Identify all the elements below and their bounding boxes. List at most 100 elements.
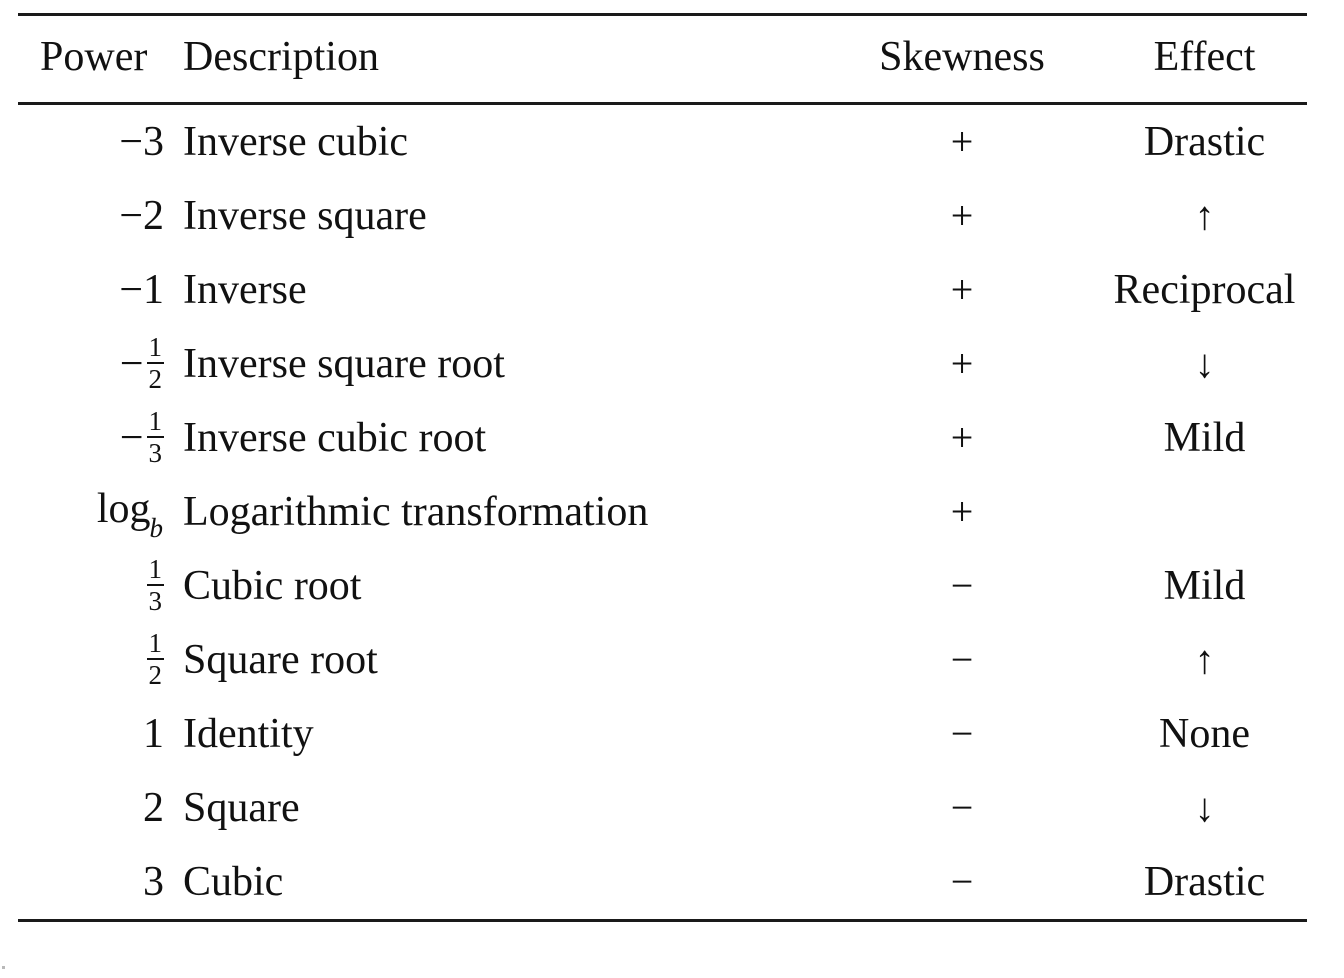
cell-effect: None: [1102, 697, 1307, 771]
footer-spacer: [18, 922, 1307, 942]
power-value: 2: [143, 785, 164, 831]
column-header-power: Power: [40, 34, 148, 80]
top-rule: [18, 13, 1307, 17]
effect-value: Drastic: [1143, 859, 1266, 905]
cell-effect: Mild: [1102, 549, 1307, 623]
power-value: 3: [143, 859, 164, 905]
cell-power: −2: [18, 179, 165, 253]
cell-power: logb: [18, 475, 165, 549]
cell-skewness: −: [822, 549, 1102, 623]
cell-description: Square: [183, 785, 300, 831]
plus-sign-icon: +: [950, 489, 974, 534]
column-header-skewness: Skewness: [879, 34, 1045, 80]
fraction-denominator: 3: [146, 436, 164, 468]
table-row: logb Logarithmic transformation +: [18, 475, 1307, 549]
power-value: −3: [119, 119, 164, 165]
cell-description: Identity: [183, 711, 314, 757]
plus-sign-icon: +: [950, 267, 974, 312]
cell-description: Inverse square root: [183, 341, 505, 387]
arrow-down-icon: ↓: [1194, 341, 1215, 386]
table-row: 3 Cubic − Drastic: [18, 845, 1307, 921]
cell-description: Inverse cubic root: [183, 415, 487, 461]
cell-description: Inverse square: [183, 193, 427, 239]
plus-sign-icon: +: [950, 415, 974, 460]
cell-effect: ↑: [1102, 623, 1307, 697]
cell-effect: ↓: [1102, 771, 1307, 845]
effect-value: None: [1159, 711, 1250, 757]
cell-skewness: −: [822, 697, 1102, 771]
plus-sign-icon: +: [950, 119, 974, 164]
cell-power: 1: [18, 697, 165, 771]
plus-sign-icon: +: [950, 193, 974, 238]
cell-description: Square root: [183, 637, 378, 683]
logarithm-base-subscript: b: [149, 513, 164, 544]
cell-skewness: −: [822, 771, 1102, 845]
arrow-down-icon: ↓: [1194, 785, 1215, 830]
cell-description: Cubic: [183, 859, 284, 905]
cell-power: 3: [18, 845, 165, 921]
effect-value: Mild: [1163, 415, 1246, 461]
header-row: Power Description Skewness Effect: [18, 16, 1307, 104]
table-row: 1 Identity − None: [18, 697, 1307, 771]
arrow-up-icon: ↑: [1194, 193, 1215, 238]
minus-sign-icon: −: [950, 859, 974, 904]
cell-effect: ↓: [1102, 327, 1307, 401]
power-logarithm: logb: [96, 485, 163, 544]
fraction-numerator: 1: [148, 405, 163, 436]
cell-power: −3: [18, 105, 165, 179]
cell-skewness: +: [822, 179, 1102, 253]
cell-skewness: +: [822, 475, 1102, 549]
bottom-rule: [18, 919, 1307, 923]
cell-skewness: +: [822, 327, 1102, 401]
plus-sign-icon: +: [950, 341, 974, 386]
scan-artifact-dot: [2, 966, 5, 969]
table-row: 2 Square − ↓: [18, 771, 1307, 845]
cell-power: −1: [18, 253, 165, 327]
minus-sign-icon: −: [950, 563, 974, 608]
power-value: 1: [143, 711, 164, 757]
cell-description: Logarithmic transformation: [183, 489, 649, 535]
table-row: −3 Inverse cubic + Drastic: [18, 105, 1307, 179]
cell-power: 2: [18, 771, 165, 845]
power-minus-sign: −: [119, 341, 144, 387]
cell-description: Cubic root: [183, 563, 362, 609]
cell-skewness: +: [822, 105, 1102, 179]
effect-value: Drastic: [1143, 119, 1266, 165]
cell-description: Inverse cubic: [183, 119, 409, 165]
header-rule: [18, 102, 1307, 106]
cell-skewness: +: [822, 401, 1102, 475]
cell-effect: Reciprocal: [1102, 253, 1307, 327]
cell-skewness: −: [822, 623, 1102, 697]
table-footer: [18, 919, 1307, 943]
fraction-numerator: 1: [148, 331, 163, 362]
cell-skewness: +: [822, 253, 1102, 327]
cell-effect: Drastic: [1102, 105, 1307, 179]
fraction-denominator: 2: [146, 362, 164, 394]
column-header-description: Description: [183, 34, 379, 80]
minus-sign-icon: −: [950, 637, 974, 682]
power-minus-sign: −: [119, 415, 144, 461]
fraction-numerator: 1: [148, 553, 163, 584]
cell-effect: Mild: [1102, 401, 1307, 475]
table-header: Power Description Skewness Effect: [18, 13, 1307, 106]
column-header-effect: Effect: [1153, 34, 1256, 80]
arrow-up-icon: ↑: [1194, 637, 1215, 682]
cell-description: Inverse: [183, 267, 307, 313]
cell-effect: [1102, 475, 1307, 549]
fraction-denominator: 2: [146, 658, 164, 690]
cell-skewness: −: [822, 845, 1102, 921]
